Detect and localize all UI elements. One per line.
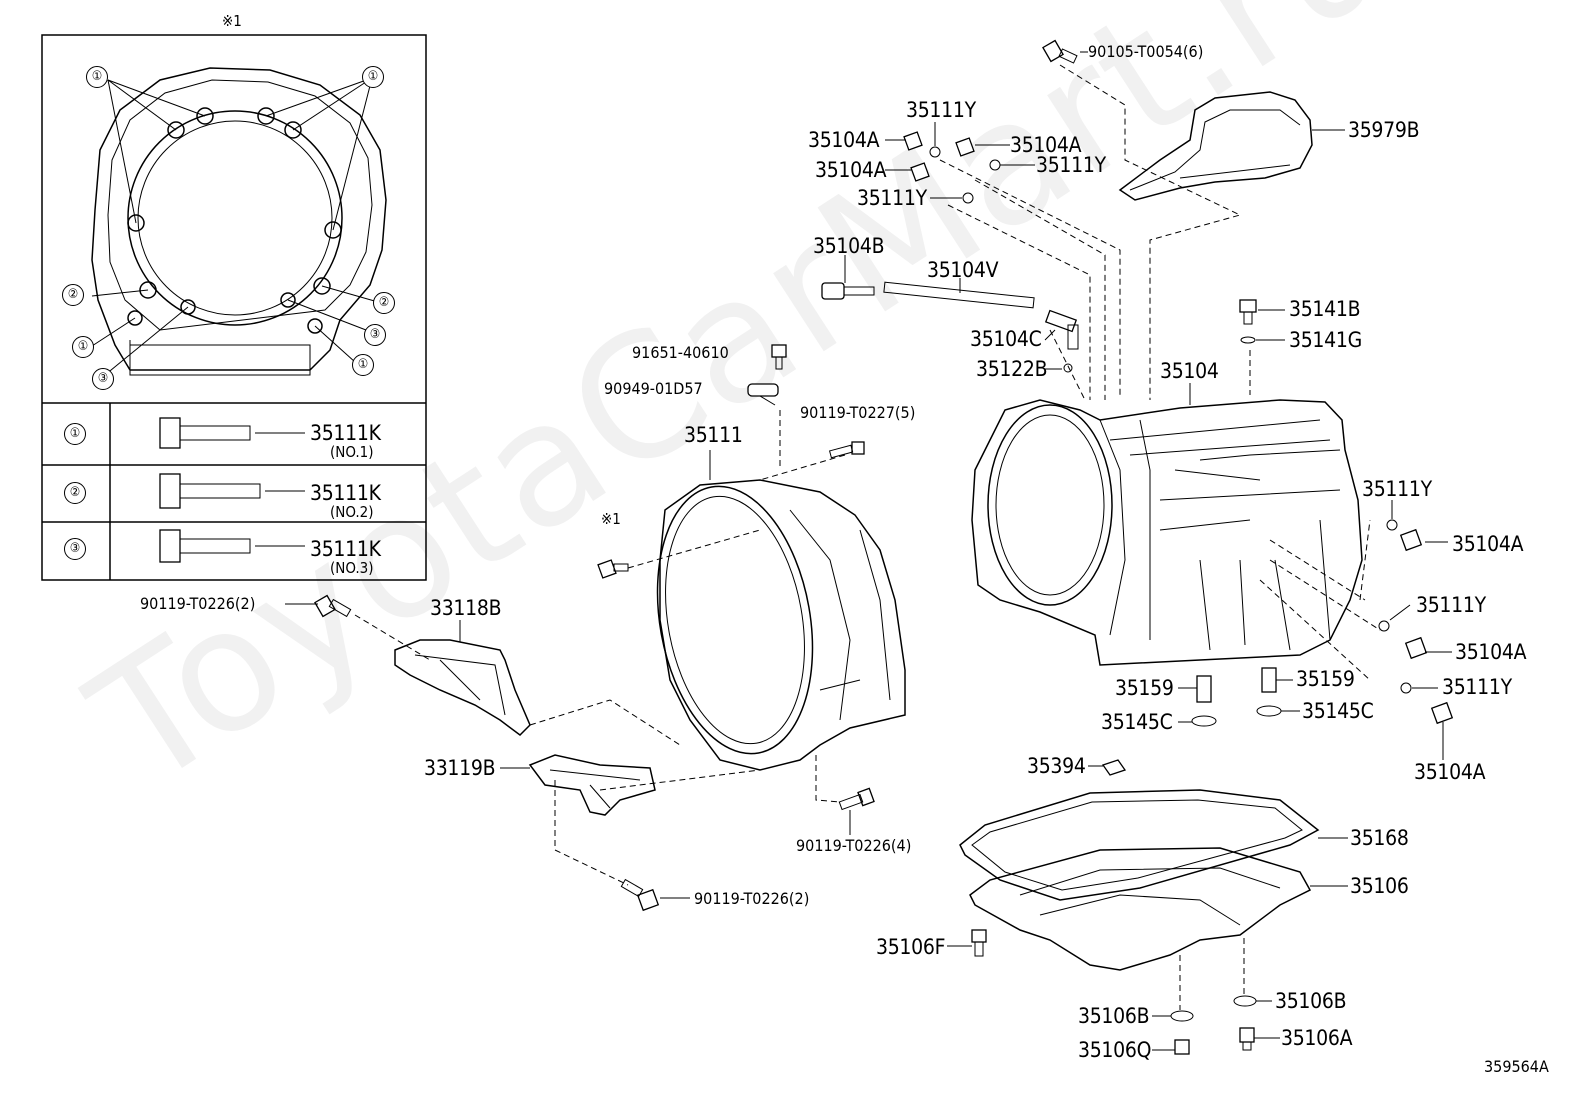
label-35104: 35104 — [1160, 359, 1219, 383]
legend-marker-3: ③ — [64, 538, 86, 560]
diagram-code: 359564A — [1484, 1057, 1549, 1076]
label-35106b: 35106B — [1078, 1004, 1150, 1028]
inset-note-symbol: ※1 — [222, 12, 242, 30]
bracket-33119b — [500, 754, 656, 816]
bellhousing-leader-lines — [354, 410, 846, 886]
marker-3: ③ — [364, 324, 386, 346]
label-35111y: 35111Y — [857, 186, 927, 210]
label-35145c: 35145C — [1101, 710, 1173, 734]
oil-pan-gasket-35168 — [959, 789, 1348, 901]
label-90119-t0227: 90119-T0227(5) — [800, 403, 916, 422]
label-35159: 35159 — [1296, 667, 1355, 691]
label-35145c: 35145C — [1302, 699, 1374, 723]
label-note-1: ※1 — [601, 510, 621, 528]
inset-panel — [41, 34, 427, 581]
label-35979b: 35979B — [1348, 118, 1420, 142]
label-90119-t0226: 90119-T0226(4) — [796, 836, 912, 855]
label-35106: 35106 — [1350, 874, 1409, 898]
label-35104a: 35104A — [815, 158, 887, 182]
marker-2: ② — [373, 292, 395, 314]
legend-marker-2: ② — [64, 482, 86, 504]
label-90949-01d57: 90949-01D57 — [604, 379, 703, 398]
label-91651-40610: 91651-40610 — [632, 343, 729, 362]
label-90105-t0054: 90105-T0054(6) — [1088, 42, 1204, 61]
label-35111: 35111 — [684, 423, 743, 447]
bolt-90105 — [1042, 39, 1242, 400]
transmission-case-35104 — [971, 399, 1363, 666]
marker-1: ① — [72, 336, 94, 358]
label-35111y: 35111Y — [1416, 593, 1486, 617]
label-35111y: 35111Y — [906, 98, 976, 122]
label-35104a: 35104A — [1414, 760, 1486, 784]
oil-pan-35106 — [969, 847, 1348, 1010]
legend-note-2: (NO.2) — [330, 503, 374, 521]
label-35104b: 35104B — [813, 234, 885, 258]
label-35104a: 35104A — [1452, 532, 1524, 556]
bracket-33118b — [394, 620, 531, 736]
label-35141b: 35141B — [1289, 297, 1361, 321]
label-35106q: 35106Q — [1078, 1038, 1152, 1062]
bellhousing-face-drawing — [91, 67, 387, 376]
label-33118b: 33118B — [430, 596, 502, 620]
legend-note-3: (NO.3) — [330, 559, 374, 577]
marker-1: ① — [362, 66, 384, 88]
label-90119-t0226: 90119-T0226(2) — [140, 594, 256, 613]
label-35111y: 35111Y — [1442, 675, 1512, 699]
plate-35979b — [1118, 91, 1345, 201]
legend-bolts — [159, 417, 305, 563]
label-35394: 35394 — [1027, 754, 1086, 778]
legend-note-1: (NO.1) — [330, 443, 374, 461]
label-90119-t0226: 90119-T0226(2) — [694, 889, 810, 908]
case-leader-lines — [939, 159, 1381, 681]
legend-part-1: 35111K — [310, 421, 381, 445]
label-35111y: 35111Y — [1036, 153, 1106, 177]
marker-2: ② — [62, 284, 84, 306]
label-35141g: 35141G — [1289, 328, 1362, 352]
label-35104a: 35104A — [1010, 133, 1082, 157]
label-33119b: 33119B — [424, 756, 496, 780]
small-fasteners — [285, 122, 1454, 912]
drain-parts — [947, 929, 1280, 1055]
legend-part-2: 35111K — [310, 481, 381, 505]
label-35122b: 35122B — [976, 357, 1048, 381]
legend-marker-1: ① — [64, 423, 86, 445]
label-35111y: 35111Y — [1362, 477, 1432, 501]
label-35104a: 35104A — [1455, 640, 1527, 664]
label-35159: 35159 — [1115, 676, 1174, 700]
bellhousing-35111 — [656, 450, 906, 771]
marker-1: ① — [352, 354, 374, 376]
label-35106f: 35106F — [876, 935, 946, 959]
label-35104v: 35104V — [927, 258, 999, 282]
label-35104a: 35104A — [808, 128, 880, 152]
legend-part-3: 35111K — [310, 537, 381, 561]
marker-1: ① — [86, 66, 108, 88]
label-35106b: 35106B — [1275, 989, 1347, 1013]
label-35168: 35168 — [1350, 826, 1409, 850]
marker-3: ③ — [92, 368, 114, 390]
label-35106a: 35106A — [1281, 1026, 1353, 1050]
label-35104c: 35104C — [970, 327, 1042, 351]
